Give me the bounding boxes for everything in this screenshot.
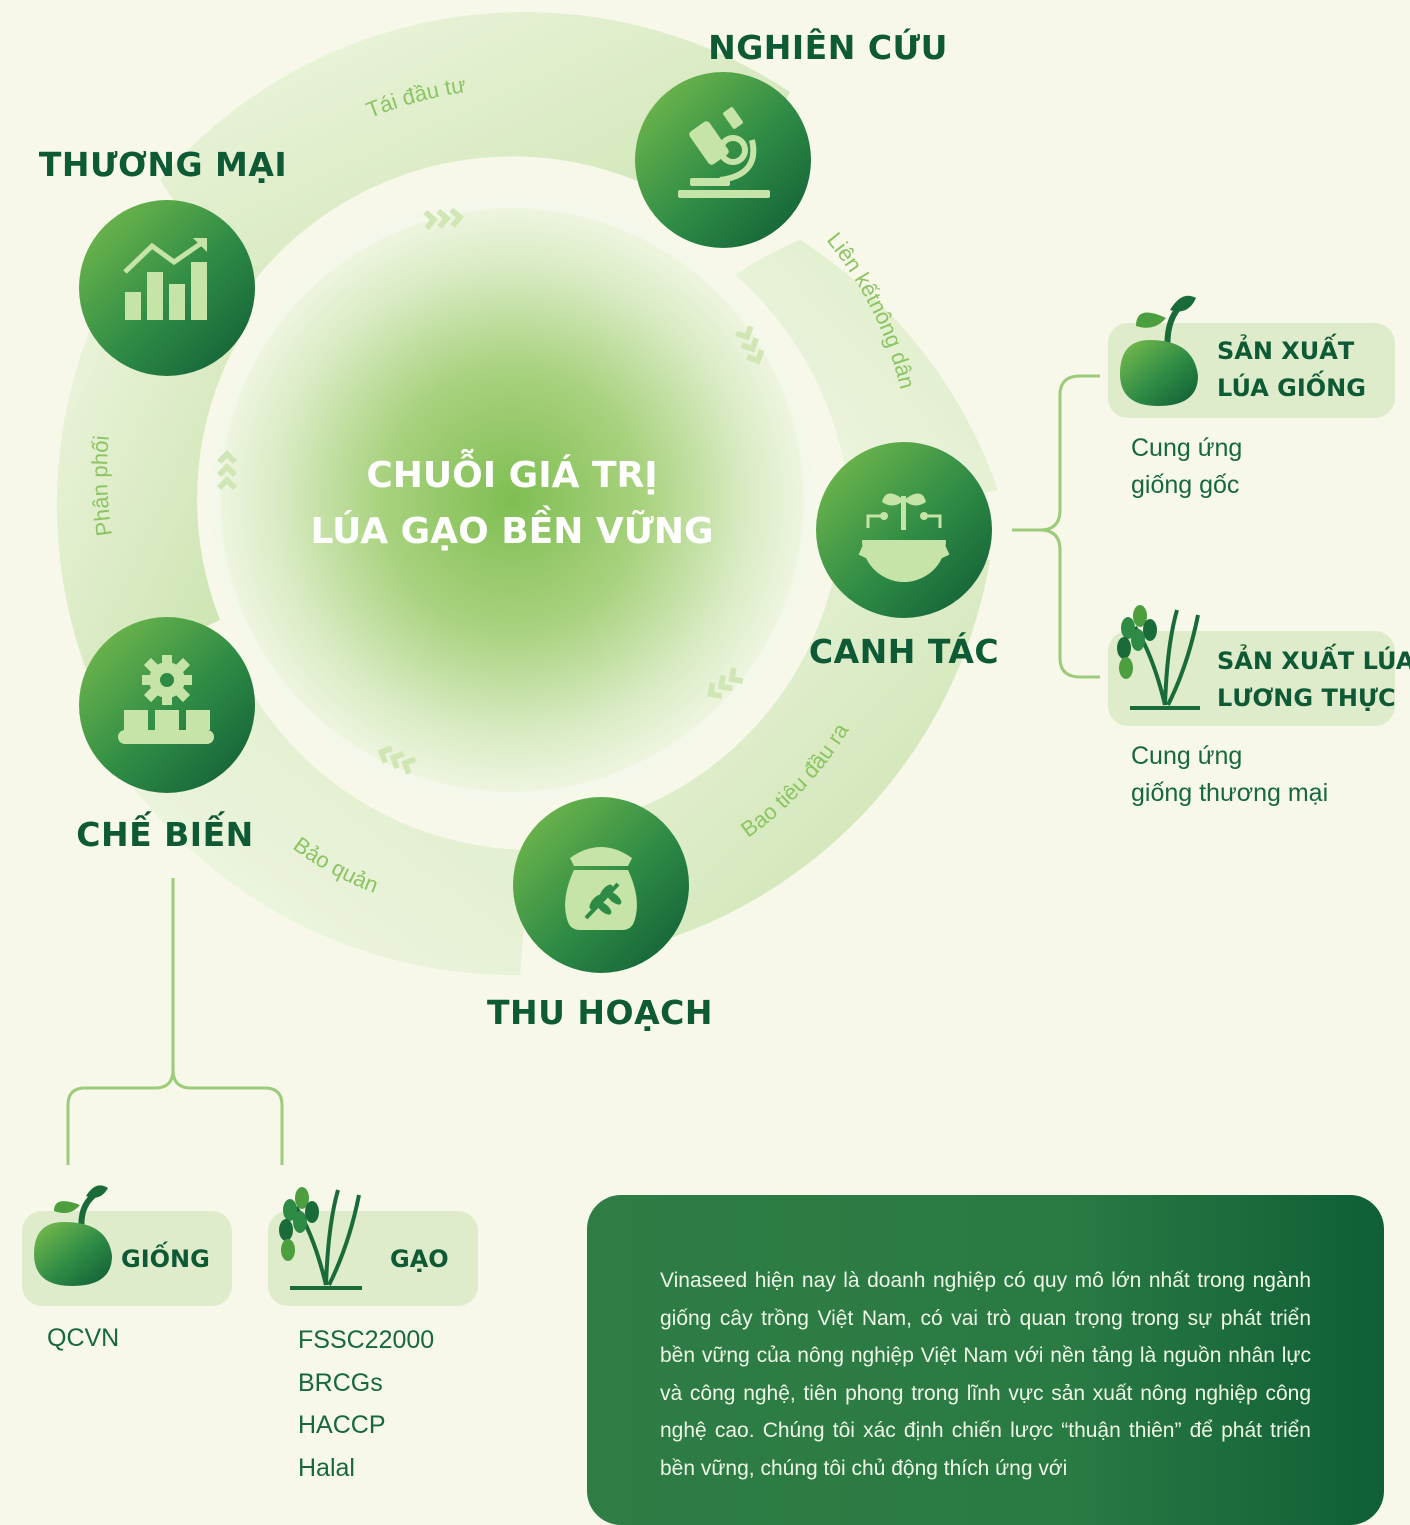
info-box xyxy=(587,1195,1384,1525)
flow-arrows xyxy=(217,207,765,775)
standards-giong: QCVN xyxy=(47,1324,120,1352)
center-title-line2: LÚA GẠO BỀN VỮNG xyxy=(310,511,714,552)
rice-plant-icon xyxy=(1117,605,1200,710)
arrow-tai-dau-tu xyxy=(423,207,464,230)
center-circle xyxy=(220,208,804,792)
microscope-icon xyxy=(678,107,770,198)
info-paragraph: Vinaseed hiện nay là doanh nghiệp có quy… xyxy=(660,1269,1311,1480)
growth-chart-icon xyxy=(123,238,207,320)
cycle-ring xyxy=(56,12,998,976)
card-title-gao: GẠO xyxy=(390,1245,449,1273)
arc-label-phan-phoi: Phân phối xyxy=(87,434,117,537)
stage-label-thu-hoach: THU HOẠCH xyxy=(487,993,713,1032)
arrow-phan-phoi xyxy=(217,450,237,490)
stage-label-thuong-mai: THƯƠNG MẠI xyxy=(38,145,288,184)
arrow-lien-ket xyxy=(735,325,765,365)
stage-label-canh-tac: CANH TÁC xyxy=(808,632,1000,671)
seed-sprout-icon xyxy=(1120,295,1198,406)
stage-label-che-bien: CHẾ BIẾN xyxy=(76,815,254,854)
desc-san-xuat-lua-luong-thuc: Cung ứng giống thương mại xyxy=(1131,742,1329,807)
arrow-bao-tieu xyxy=(707,667,744,699)
card-title-san-xuat-lua-giong: SẢN XUẤT LÚA GIỐNG xyxy=(1217,337,1366,402)
node-thuong-mai xyxy=(79,200,255,376)
value-chain-diagram: Tái đầu tư Liên kếtnông dân Phân phối Ba… xyxy=(34,12,1200,1290)
seed-sprout-icon xyxy=(34,1185,112,1286)
center-title: CHUỖI GIÁ TRỊ LÚA GẠO BỀN VỮNG xyxy=(310,448,713,560)
card-title-giong: GIỐNG xyxy=(121,1245,210,1273)
plant-gear-icon xyxy=(858,493,950,582)
desc-san-xuat-lua-giong: Cung ứng giống gốc xyxy=(1131,434,1243,499)
canh-tac-branch-lines xyxy=(1012,374,1100,679)
factory-gear-icon xyxy=(118,655,214,744)
card-title-san-xuat-lua-luong-thuc: SẢN XUẤT LÚA LƯƠNG THỰC xyxy=(1217,647,1410,712)
che-bien-branch-lines xyxy=(66,878,284,1165)
standards-gao: FSSC22000 BRCGs HACCP Halal xyxy=(298,1326,435,1482)
center-title-line1: CHUỖI GIÁ TRỊ xyxy=(366,455,658,496)
stage-label-nghien-cuu: NGHIÊN CỨU xyxy=(708,28,948,67)
rice-sack-icon xyxy=(565,847,637,930)
rice-plant-icon xyxy=(279,1187,362,1290)
arrow-bao-quan xyxy=(377,745,417,775)
